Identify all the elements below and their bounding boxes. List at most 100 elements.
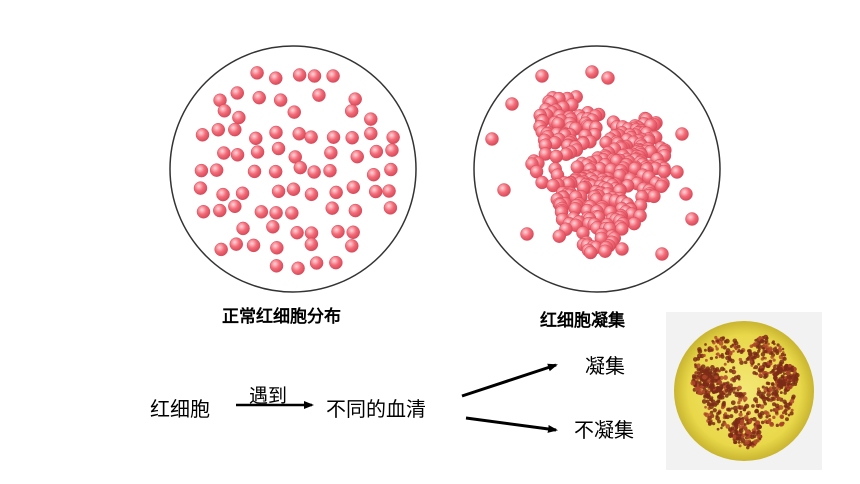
flow-outcome-no-agglutination: 不凝集 <box>574 418 634 442</box>
red-blood-cell <box>385 143 399 157</box>
red-blood-cell <box>228 199 242 214</box>
normal-distribution-caption: 正常红细胞分布 <box>222 307 341 327</box>
red-blood-cell <box>384 162 398 177</box>
red-blood-cell <box>546 178 560 193</box>
red-blood-cell <box>369 144 384 159</box>
red-blood-cell <box>497 183 511 197</box>
agglutinated-cells-circle <box>473 45 721 293</box>
red-blood-cell <box>675 127 689 141</box>
red-blood-cell <box>254 205 269 219</box>
red-blood-cell <box>217 104 232 118</box>
red-blood-cell <box>217 146 231 160</box>
red-blood-cell <box>383 201 398 215</box>
red-blood-cell <box>293 160 308 175</box>
red-blood-cell <box>252 90 266 105</box>
red-blood-cell <box>670 165 684 179</box>
red-blood-cell <box>520 227 534 241</box>
red-blood-cell <box>229 237 244 251</box>
red-blood-cell <box>505 97 519 111</box>
red-blood-cell <box>230 86 245 100</box>
red-blood-cell <box>250 66 264 80</box>
red-blood-cell <box>583 245 598 260</box>
red-blood-cell <box>331 224 345 239</box>
red-blood-cell <box>324 146 338 160</box>
red-blood-cell <box>290 225 304 240</box>
red-blood-cell <box>346 225 360 240</box>
red-blood-cell <box>364 112 378 126</box>
red-blood-cell <box>269 71 283 85</box>
red-blood-cell <box>216 187 230 202</box>
red-blood-cell <box>250 145 265 159</box>
red-blood-cell <box>309 256 324 270</box>
red-blood-cell <box>326 130 341 144</box>
red-blood-cell <box>249 131 263 146</box>
red-blood-cell <box>348 203 363 218</box>
agglutination-caption: 红细胞凝集 <box>540 311 625 331</box>
red-blood-cell <box>535 69 549 83</box>
red-blood-cell <box>271 141 286 156</box>
red-blood-cell <box>601 71 615 85</box>
red-blood-cell <box>209 163 224 177</box>
red-blood-cell <box>350 149 364 164</box>
agglutination-micrograph <box>666 312 822 470</box>
red-blood-cell <box>585 65 599 79</box>
red-blood-cell <box>247 164 262 179</box>
red-blood-cell <box>615 242 629 256</box>
red-blood-cell <box>325 201 339 215</box>
red-blood-cell <box>552 229 567 243</box>
red-blood-cell <box>269 125 283 140</box>
red-blood-cell <box>193 181 208 195</box>
red-blood-cell <box>228 122 242 137</box>
red-blood-cell <box>485 132 499 146</box>
red-blood-cell <box>654 179 669 194</box>
red-blood-cell <box>266 220 280 234</box>
red-blood-cell <box>214 242 228 257</box>
red-blood-cell <box>196 204 211 219</box>
red-blood-cell <box>236 221 250 236</box>
red-blood-cell <box>382 184 396 198</box>
red-blood-cell <box>230 148 245 162</box>
red-blood-cell <box>685 212 699 226</box>
red-blood-cell <box>287 105 302 119</box>
red-blood-cell <box>329 185 343 200</box>
red-blood-cell <box>679 187 693 201</box>
normal-cells-circle <box>169 45 417 293</box>
red-blood-cell <box>285 206 299 220</box>
red-blood-cell <box>366 167 381 182</box>
red-blood-cell <box>329 255 343 270</box>
red-blood-cell <box>368 184 383 199</box>
red-blood-cell <box>345 131 359 145</box>
red-blood-cell <box>615 222 629 236</box>
red-blood-cell <box>344 104 359 118</box>
red-blood-cell <box>270 241 284 255</box>
red-blood-cell <box>269 206 283 220</box>
red-blood-cell <box>326 69 340 83</box>
red-blood-cell <box>271 184 286 199</box>
red-blood-cell <box>529 164 544 179</box>
red-blood-cell <box>364 126 378 141</box>
red-blood-cell <box>273 93 288 107</box>
red-blood-cell <box>345 239 359 253</box>
red-blood-cell <box>235 186 250 201</box>
red-blood-cell <box>213 203 227 218</box>
red-blood-cell <box>195 128 210 142</box>
arrow-to-no-agglutination <box>465 416 558 433</box>
red-blood-cell <box>323 163 337 178</box>
red-blood-cell <box>312 88 326 102</box>
red-blood-cell <box>286 182 301 196</box>
red-blood-cell <box>304 237 319 252</box>
red-blood-cell <box>292 68 307 82</box>
red-blood-cell <box>304 187 319 202</box>
red-blood-cell <box>194 163 209 178</box>
red-blood-cell <box>346 180 361 194</box>
flow-middle-serum: 不同的血清 <box>326 397 426 421</box>
red-blood-cell <box>304 130 318 144</box>
arrow-to-agglutination <box>461 363 558 398</box>
red-blood-cell <box>232 110 246 125</box>
flow-arrow-label: 遇到 <box>249 385 288 407</box>
red-blood-cell <box>269 259 284 273</box>
red-blood-cell <box>655 247 669 261</box>
red-blood-cell <box>268 164 283 179</box>
red-blood-cell <box>291 261 305 276</box>
